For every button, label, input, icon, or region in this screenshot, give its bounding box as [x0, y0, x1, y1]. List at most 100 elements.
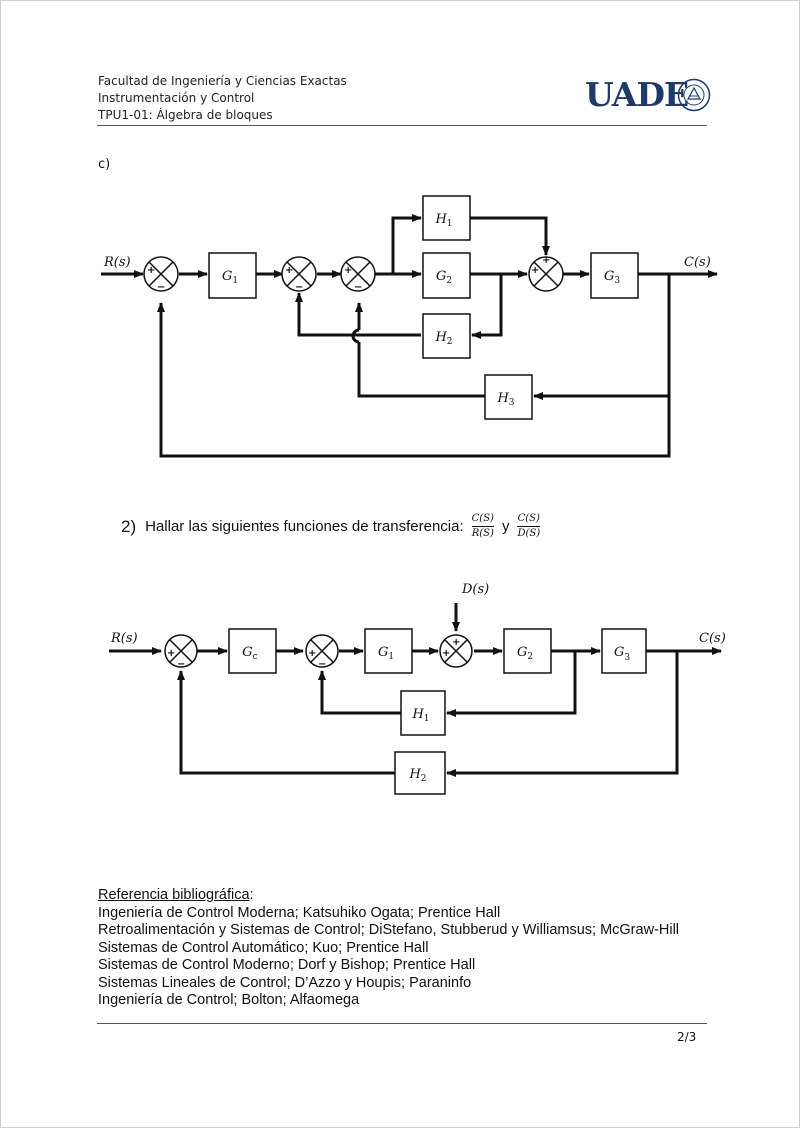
block-g3-2-sub: 3 — [624, 653, 630, 663]
fraction1-numerator: C(S) — [471, 513, 494, 524]
reference-item: Sistemas de Control Automático; Kuo; Pre… — [98, 939, 429, 956]
svg-text:H1: H1 — [434, 212, 452, 229]
block-h3-sub: 3 — [509, 398, 515, 408]
block-g2-2 — [503, 628, 552, 674]
svg-text:+: + — [167, 648, 175, 659]
block-h2-letter: H — [434, 330, 447, 345]
footer-divider — [97, 1023, 707, 1024]
block-h1-2 — [400, 690, 446, 736]
summing-junction-2-2 — [305, 634, 339, 668]
reference-item: Ingeniería de Control Moderna; Katsuhiko… — [98, 904, 501, 921]
svg-text:H2: H2 — [408, 767, 426, 784]
svg-text:+: + — [147, 265, 155, 276]
references-title-colon: : — [249, 887, 254, 903]
header-divider — [97, 125, 707, 126]
references-title: Referencia bibliográfica — [98, 887, 250, 903]
svg-text:G3: G3 — [614, 645, 630, 663]
page-header: Facultad de Ingeniería y Ciencias Exacta… — [98, 73, 347, 124]
block-h1-letter: H — [434, 212, 447, 227]
block-g3-letter: G — [604, 269, 614, 284]
block-g2-2-sub: 2 — [527, 652, 533, 662]
svg-text:H2: H2 — [434, 330, 452, 347]
block-g1 — [208, 252, 257, 299]
svg-text:+: + — [531, 265, 539, 276]
block-g3-sub: 3 — [614, 276, 620, 286]
block-h1-sub: 1 — [447, 219, 453, 229]
block-h2 — [422, 313, 471, 359]
signal-h1-sum4 — [470, 216, 550, 256]
fraction-c-over-r: C(S) R(S) — [471, 513, 494, 540]
logo-text: UADE — [585, 75, 689, 114]
block-h2-2-letter: H — [408, 767, 421, 782]
fraction-c-over-d: C(S) D(S) — [517, 513, 541, 540]
svg-text:Gc: Gc — [242, 645, 257, 662]
block-h3 — [484, 374, 533, 420]
question-number: 2) — [121, 516, 137, 536]
block-g1-sub: 1 — [232, 276, 238, 286]
block-g2-2-letter: G — [517, 645, 527, 660]
block-g1-letter: G — [222, 269, 232, 284]
fraction2-denominator: D(S) — [517, 528, 541, 539]
foundation-seal-icon — [677, 78, 711, 112]
page-number: 2/3 — [677, 1030, 697, 1044]
block-h2-sub: 2 — [447, 337, 453, 347]
reference-item: Sistemas de Control Moderno; Dorf y Bish… — [98, 957, 476, 973]
block-g2-letter: G — [436, 269, 446, 284]
summing-junction-2-3 — [439, 634, 473, 668]
block-g3 — [590, 252, 639, 299]
block-g1-2-letter: G — [378, 645, 388, 660]
references-section: Referencia bibliográfica: Ingeniería de … — [98, 887, 679, 1010]
svg-text:H1: H1 — [411, 707, 429, 724]
svg-text:+: + — [442, 648, 450, 659]
block-gc-letter: G — [242, 645, 252, 660]
question-text: Hallar las siguientes funciones de trans… — [145, 518, 464, 535]
signal-h2-sum1 — [177, 670, 395, 775]
signal-to-h2-2 — [446, 651, 679, 777]
svg-text:+: + — [308, 648, 316, 659]
signal-h1-sum2 — [318, 670, 401, 715]
svg-text:+: + — [452, 637, 460, 648]
summing-junction-3 — [340, 256, 376, 292]
output-label-c-2: C(s) — [699, 631, 726, 646]
header-course: Instrumentación y Control — [98, 91, 255, 105]
svg-text:G1: G1 — [222, 269, 238, 286]
block-g1-2-sub: 1 — [388, 652, 394, 662]
header-assignment: TPU1-01: Álgebra de bloques — [98, 108, 273, 122]
disturbance-label-d: D(s) — [461, 582, 489, 597]
block-gc — [228, 628, 277, 674]
svg-text:+: + — [285, 265, 293, 276]
block-gc-sub: c — [253, 652, 258, 662]
summing-junction-2-1 — [164, 634, 198, 668]
wire-crossover — [351, 328, 360, 344]
block-h1-2-sub: 1 — [424, 714, 430, 724]
reference-item: Sistemas Lineales de Control; D’Azzo y H… — [98, 974, 472, 991]
summing-junction-4 — [528, 256, 564, 292]
block-h2-2-sub: 2 — [421, 774, 427, 784]
svg-text:G2: G2 — [517, 645, 533, 662]
signal-h2-sum2 — [295, 292, 421, 337]
block-g3-2-letter: G — [614, 645, 624, 660]
svg-text:−: − — [157, 282, 165, 293]
block-h1 — [422, 195, 471, 241]
svg-text:G2: G2 — [436, 269, 452, 286]
block-diagram-2: +− +− ++ Gc G1 G2 G3 H1 H2 R(s) D(s) C(s… — [109, 582, 726, 795]
block-h3-letter: H — [496, 391, 509, 406]
fraction1-denominator: R(S) — [471, 528, 494, 539]
input-label-r: R(s) — [103, 255, 131, 270]
block-h1-2-letter: H — [411, 707, 424, 722]
uade-logo: UADE — [585, 75, 711, 115]
signal-h3-line — [357, 342, 485, 398]
signal-to-h1 — [391, 214, 422, 274]
block-g1-2 — [364, 628, 413, 674]
item-c-label: c) — [98, 157, 111, 172]
svg-text:−: − — [354, 282, 362, 293]
svg-text:−: − — [295, 282, 303, 293]
block-g2 — [422, 252, 471, 299]
svg-text:G1: G1 — [378, 645, 394, 662]
svg-text:G3: G3 — [604, 269, 620, 286]
block-diagram-c: +− +− +− ++ G1 H1 G2 G3 H2 H3 R(s) C(s) — [101, 195, 718, 458]
block-g3-2 — [601, 628, 647, 674]
output-label-c: C(s) — [684, 255, 711, 270]
summing-junction-2 — [281, 256, 317, 292]
